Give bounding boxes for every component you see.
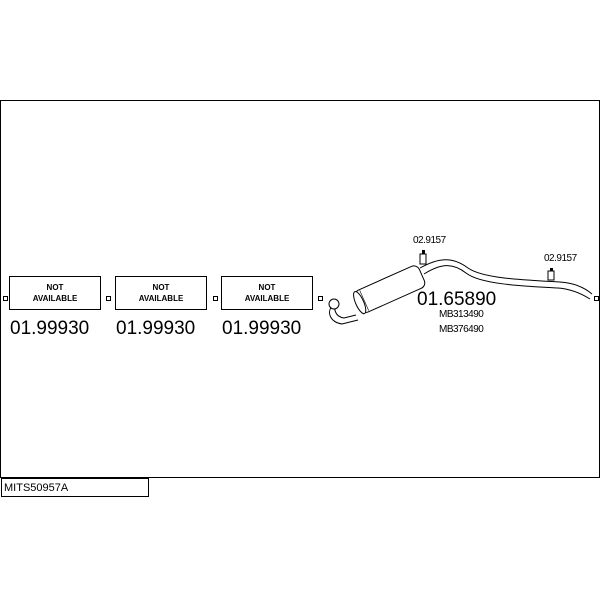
muffler [353, 265, 426, 315]
model-code-box: MITS50957A [1, 478, 149, 497]
muffler-ref-1: MB313490 [439, 309, 484, 320]
connector-marker-1 [3, 296, 8, 301]
connector-marker-4 [318, 296, 323, 301]
pipe-flange [328, 298, 340, 310]
hanger-clamp-1 [419, 250, 427, 265]
not-available-box-1: NOT AVAILABLE [9, 276, 101, 310]
connector-marker-2 [106, 296, 111, 301]
not-available-box-3: NOT AVAILABLE [221, 276, 313, 310]
part-number-box-2: 01.99930 [116, 318, 196, 339]
not-available-label-2: NOT AVAILABLE [138, 283, 184, 303]
tail-pipe-inner [423, 265, 591, 300]
clamp-part-number-1: 02.9157 [413, 235, 446, 246]
not-available-label-1: NOT AVAILABLE [32, 283, 78, 303]
not-available-label-3: NOT AVAILABLE [244, 283, 290, 303]
connector-marker-5 [594, 296, 599, 301]
clamp-part-number-2: 02.9157 [544, 253, 577, 264]
muffler-ref-2: MB376490 [439, 324, 484, 335]
model-code: MITS50957A [4, 482, 69, 494]
tail-pipe [419, 259, 593, 295]
not-available-box-2: NOT AVAILABLE [115, 276, 207, 310]
connector-marker-3 [213, 296, 218, 301]
hanger-clamp-2 [547, 268, 555, 281]
part-number-box-3: 01.99930 [222, 318, 302, 339]
muffler-part-number: 01.65890 [417, 289, 497, 310]
part-number-box-1: 01.99930 [10, 318, 90, 339]
